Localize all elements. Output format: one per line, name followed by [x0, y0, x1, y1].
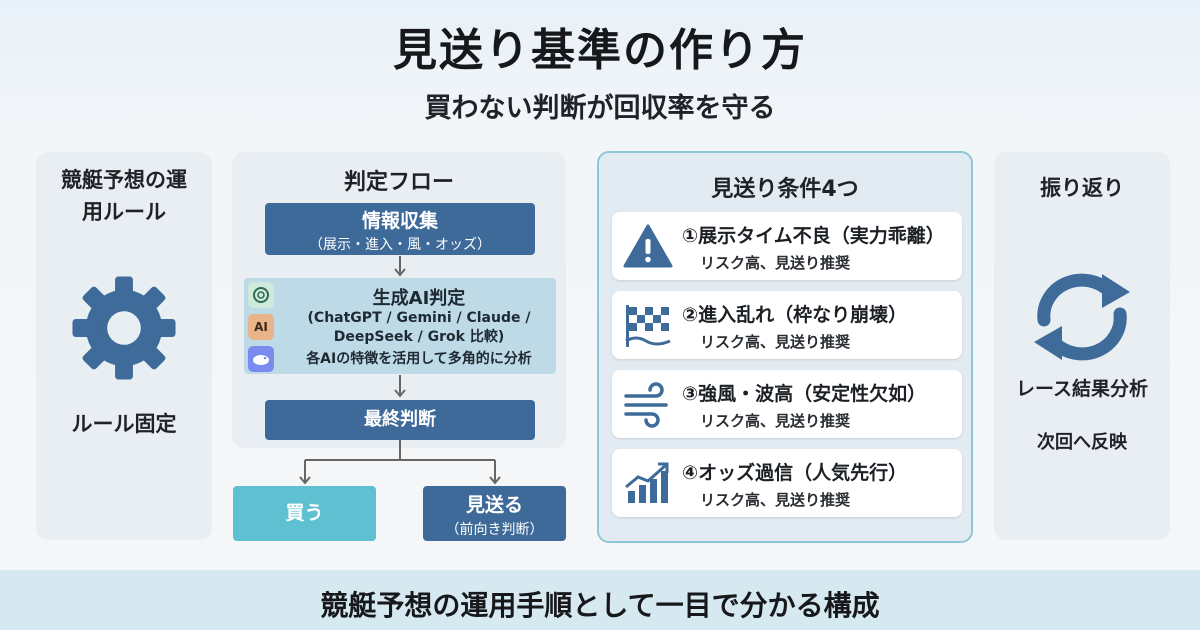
condition-note-1: リスク高、見送り推奨: [700, 254, 851, 272]
info-gathering-box: 情報収集 （展示・進入・風・オッズ）: [265, 203, 535, 255]
deepseek-icon: [248, 346, 274, 372]
ai-models-list: (ChatGPT / Gemini / Claude / DeepSeek / …: [284, 309, 554, 347]
buy-decision-box: 買う: [233, 486, 376, 541]
review-title: 振り返り: [1040, 176, 1124, 200]
ai-judgement-box: AI 生成AI判定 (ChatGPT / Gemini / Claude / D…: [244, 278, 556, 374]
claude-icon: AI: [248, 314, 274, 340]
condition-note-2: リスク高、見送り推奨: [700, 333, 851, 351]
condition-card-1: ①展示タイム不良（実力乖離） リスク高、見送り推奨: [612, 212, 962, 280]
page-subtitle: 買わない判断が回収率を守る: [424, 93, 776, 124]
info-gathering-label: 情報収集: [361, 210, 438, 232]
branch-arrows: [299, 440, 501, 485]
final-decision-box: 最終判断: [265, 400, 535, 440]
decision-flow-title: 判定フロー: [343, 170, 454, 195]
gear-icon: [72, 276, 176, 380]
page-title: 見送り基準の作り方: [393, 25, 807, 76]
ai-models-line-1: (ChatGPT / Gemini / Claude /: [307, 310, 531, 326]
bottom-banner-text: 競艇予想の運用手順として一目で分かる構成: [320, 589, 880, 622]
wind-icon: [624, 382, 668, 428]
condition-title-2: ②進入乱れ（枠なり崩壊）: [682, 304, 908, 326]
condition-note-4: リスク高、見送り推奨: [700, 491, 851, 509]
condition-card-4: ④オッズ過信（人気先行） リスク高、見送り推奨: [612, 449, 962, 517]
pass-decision-label: 見送る: [465, 494, 523, 516]
condition-card-3: ③強風・波高（安定性欠如） リスク高、見送り推奨: [612, 370, 962, 438]
operation-rules-panel: 競艇予想の運用ルール ルール固定: [36, 152, 212, 540]
rising-chart-icon: [625, 462, 669, 503]
ai-analysis-note: 各AIの特徴を活用して多角的に分析: [306, 351, 532, 367]
condition-card-2: ②進入乱れ（枠なり崩壊） リスク高、見送り推奨: [612, 291, 962, 359]
warning-icon: [623, 224, 673, 268]
ai-models-line-2: DeepSeek / Grok 比較): [333, 329, 505, 345]
condition-title-1: ①展示タイム不良（実力乖離）: [682, 225, 945, 247]
chatgpt-icon: [248, 282, 274, 308]
checkered-flag-icon: [625, 305, 671, 347]
pass-decision-box: 見送る （前向き判断）: [423, 486, 566, 541]
operation-rules-title: 競艇予想の運用ルール: [61, 168, 187, 224]
rule-fixed-label: ルール固定: [71, 412, 177, 436]
review-panel: 振り返り レース結果分析 次回へ反映: [994, 152, 1170, 540]
bottom-banner: 競艇予想の運用手順として一目で分かる構成: [0, 570, 1200, 630]
next-reflect-label: 次回へ反映: [1037, 432, 1127, 453]
condition-note-3: リスク高、見送り推奨: [700, 412, 851, 430]
condition-title-4: ④オッズ過信（人気先行）: [682, 462, 908, 484]
pass-decision-detail: （前向き判断）: [445, 522, 544, 538]
flow-arrow-2: [394, 375, 406, 398]
info-gathering-detail: （展示・進入・風・オッズ）: [309, 237, 491, 253]
cycle-arrows-icon: [1034, 273, 1130, 361]
race-analysis-label: レース結果分析: [1015, 378, 1149, 400]
pass-conditions-title: 見送り条件4つ: [711, 177, 859, 202]
condition-title-3: ③強風・波高（安定性欠如）: [682, 383, 927, 405]
ai-judgement-label: 生成AI判定: [372, 288, 466, 309]
flow-arrow-1: [394, 256, 406, 277]
